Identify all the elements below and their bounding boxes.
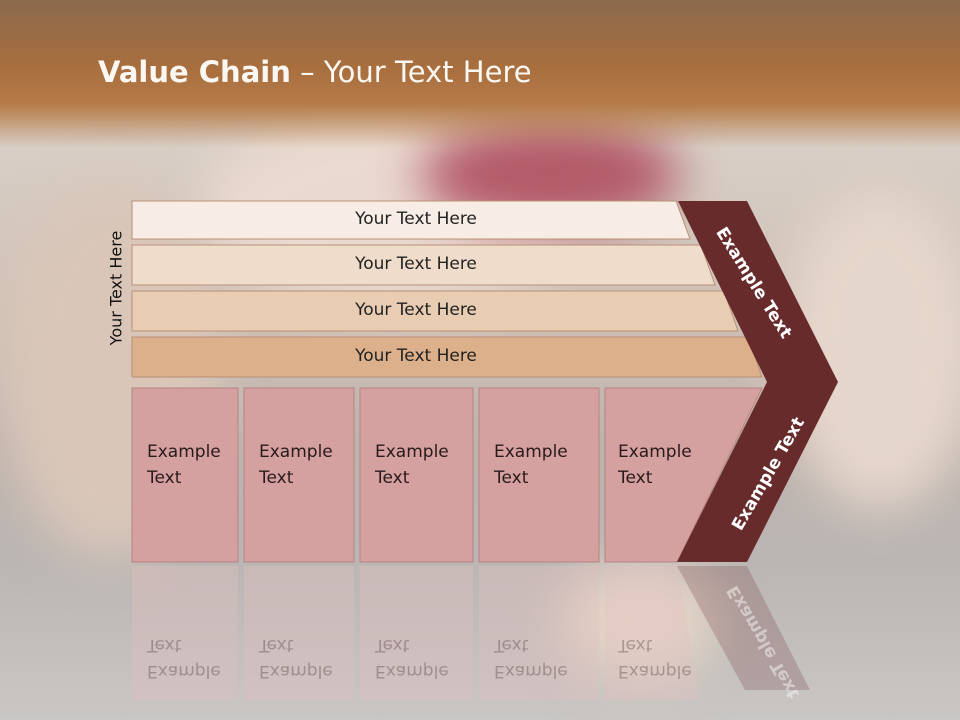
value-bar	[131, 200, 691, 240]
chevron-upper-arm	[678, 201, 838, 382]
value-bar	[131, 244, 716, 286]
header-band	[0, 0, 960, 148]
value-bar-label: Your Text Here	[355, 254, 477, 274]
activity-box	[131, 387, 239, 563]
activity-box	[243, 387, 355, 563]
slide-title: Value Chain – Your Text Here	[98, 55, 532, 89]
activity-box	[359, 387, 474, 563]
activity-box-reflection	[360, 566, 473, 700]
activity-box	[478, 387, 600, 563]
activity-box-reflection	[244, 566, 354, 700]
activity-box-reflection	[132, 566, 238, 700]
chevron-lower-arm	[677, 382, 838, 562]
chevron-reflection	[677, 566, 810, 690]
value-bar	[131, 336, 763, 378]
activity-box-reflection	[605, 566, 700, 700]
value-bar	[131, 290, 739, 332]
activity-box-reflection	[479, 566, 599, 700]
title-bold: Value Chain	[98, 55, 291, 89]
title-rest: – Your Text Here	[290, 55, 532, 89]
value-bar-label: Your Text Here	[355, 209, 477, 229]
value-bar-label: Your Text Here	[355, 300, 477, 320]
value-bar-label: Your Text Here	[355, 346, 477, 366]
